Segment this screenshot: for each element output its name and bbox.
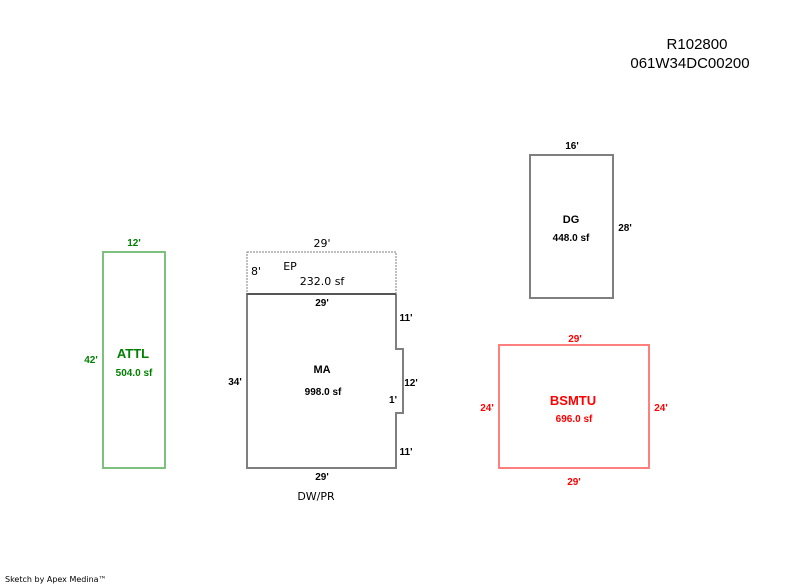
ep-code: EP	[283, 260, 297, 273]
ma-dim-right-lower: 11'	[400, 447, 413, 458]
attl-code: ATTL	[117, 346, 149, 361]
ma-code: MA	[313, 364, 330, 376]
ma-dim-right-notch: 12'	[404, 378, 418, 389]
bsmtu-outline[interactable]	[498, 344, 650, 469]
attl-area: 504.0 sf	[116, 368, 153, 379]
ma-dim-right-upper: 11'	[400, 313, 413, 324]
area-bsmtu[interactable]: 29' 24' 24' 29' BSMTU 696.0 sf	[480, 334, 668, 488]
dg-dim-right: 28'	[618, 223, 632, 234]
ep-dim-left: 8'	[251, 265, 261, 278]
ma-below-label: DW/PR	[297, 490, 335, 503]
footer-credit: Sketch by Apex Medina™	[5, 575, 107, 584]
area-dg[interactable]: 16' 28' DG 448.0 sf	[529, 141, 632, 299]
area-ma[interactable]: 29' 34' 29' 11' 12' 1' 11' MA 998.0 sf D…	[228, 293, 418, 503]
bsmtu-area: 696.0 sf	[556, 414, 593, 425]
attl-dim-left: 42'	[84, 355, 98, 366]
dg-outline[interactable]	[529, 154, 614, 299]
attl-dim-top: 12'	[127, 238, 141, 249]
ma-dim-top: 29'	[315, 298, 329, 309]
attl-outline[interactable]	[102, 251, 166, 469]
area-ep[interactable]: 29' 8' EP 232.0 sf	[246, 237, 397, 295]
ep-dim-top: 29'	[313, 237, 330, 250]
bsmtu-dim-top: 29'	[568, 334, 582, 345]
map-number: 061W34DC00200	[630, 55, 749, 72]
bsmtu-dim-right: 24'	[654, 403, 668, 414]
parcel-id: R102800	[667, 36, 728, 53]
bsmtu-code: BSMTU	[550, 393, 596, 408]
ma-area: 998.0 sf	[305, 387, 342, 398]
bsmtu-dim-bottom: 29'	[567, 477, 581, 488]
ma-dim-notch-depth: 1'	[389, 395, 397, 406]
dg-code: DG	[563, 214, 580, 226]
ma-outline[interactable]	[246, 293, 404, 469]
area-attl[interactable]: 12' 42' ATTL 504.0 sf	[84, 238, 166, 469]
ma-dim-left: 34'	[228, 377, 242, 388]
ep-area: 232.0 sf	[300, 275, 346, 288]
dg-area: 448.0 sf	[553, 233, 590, 244]
bsmtu-dim-left: 24'	[480, 403, 494, 414]
ma-dim-bottom: 29'	[315, 472, 329, 483]
dg-dim-top: 16'	[565, 141, 579, 152]
